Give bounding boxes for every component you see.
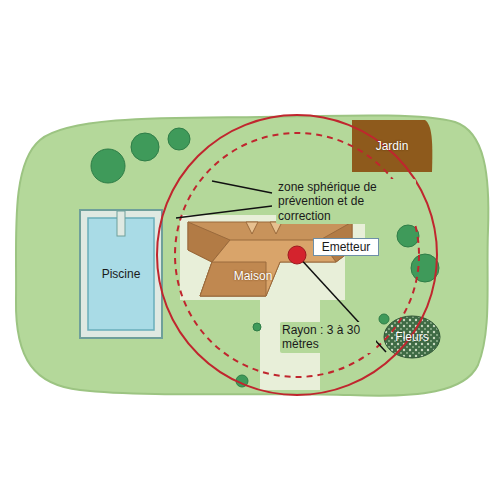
leader-line <box>176 206 272 218</box>
zone-circle <box>157 115 437 395</box>
zone-label: zone sphérique de prévention et de corre… <box>276 179 416 224</box>
node-text: Emetteur <box>322 240 371 254</box>
house-roof <box>188 222 352 296</box>
emitter-dot <box>288 246 306 264</box>
flower-bed: Fleurs <box>386 326 438 348</box>
vegetable-patch <box>352 120 432 172</box>
leader-line <box>212 181 272 193</box>
node-text: Piscine <box>102 267 141 281</box>
node-text: Jardin <box>376 139 409 153</box>
garden-ground <box>16 115 488 395</box>
flower-bed <box>384 316 440 358</box>
node-text: Fleurs <box>395 330 428 344</box>
node-text: Maison <box>234 269 273 283</box>
pool-border <box>80 210 162 338</box>
pool: Piscine <box>88 218 154 330</box>
pool-ladder <box>117 211 125 236</box>
garden-patch: Jardin <box>352 122 432 170</box>
radius-label: Rayon : 3 à 30 mètres <box>280 322 376 353</box>
house: Maison <box>224 266 282 286</box>
zone-circle-dashed <box>175 133 419 377</box>
emitter-label: Emetteur <box>313 238 379 256</box>
